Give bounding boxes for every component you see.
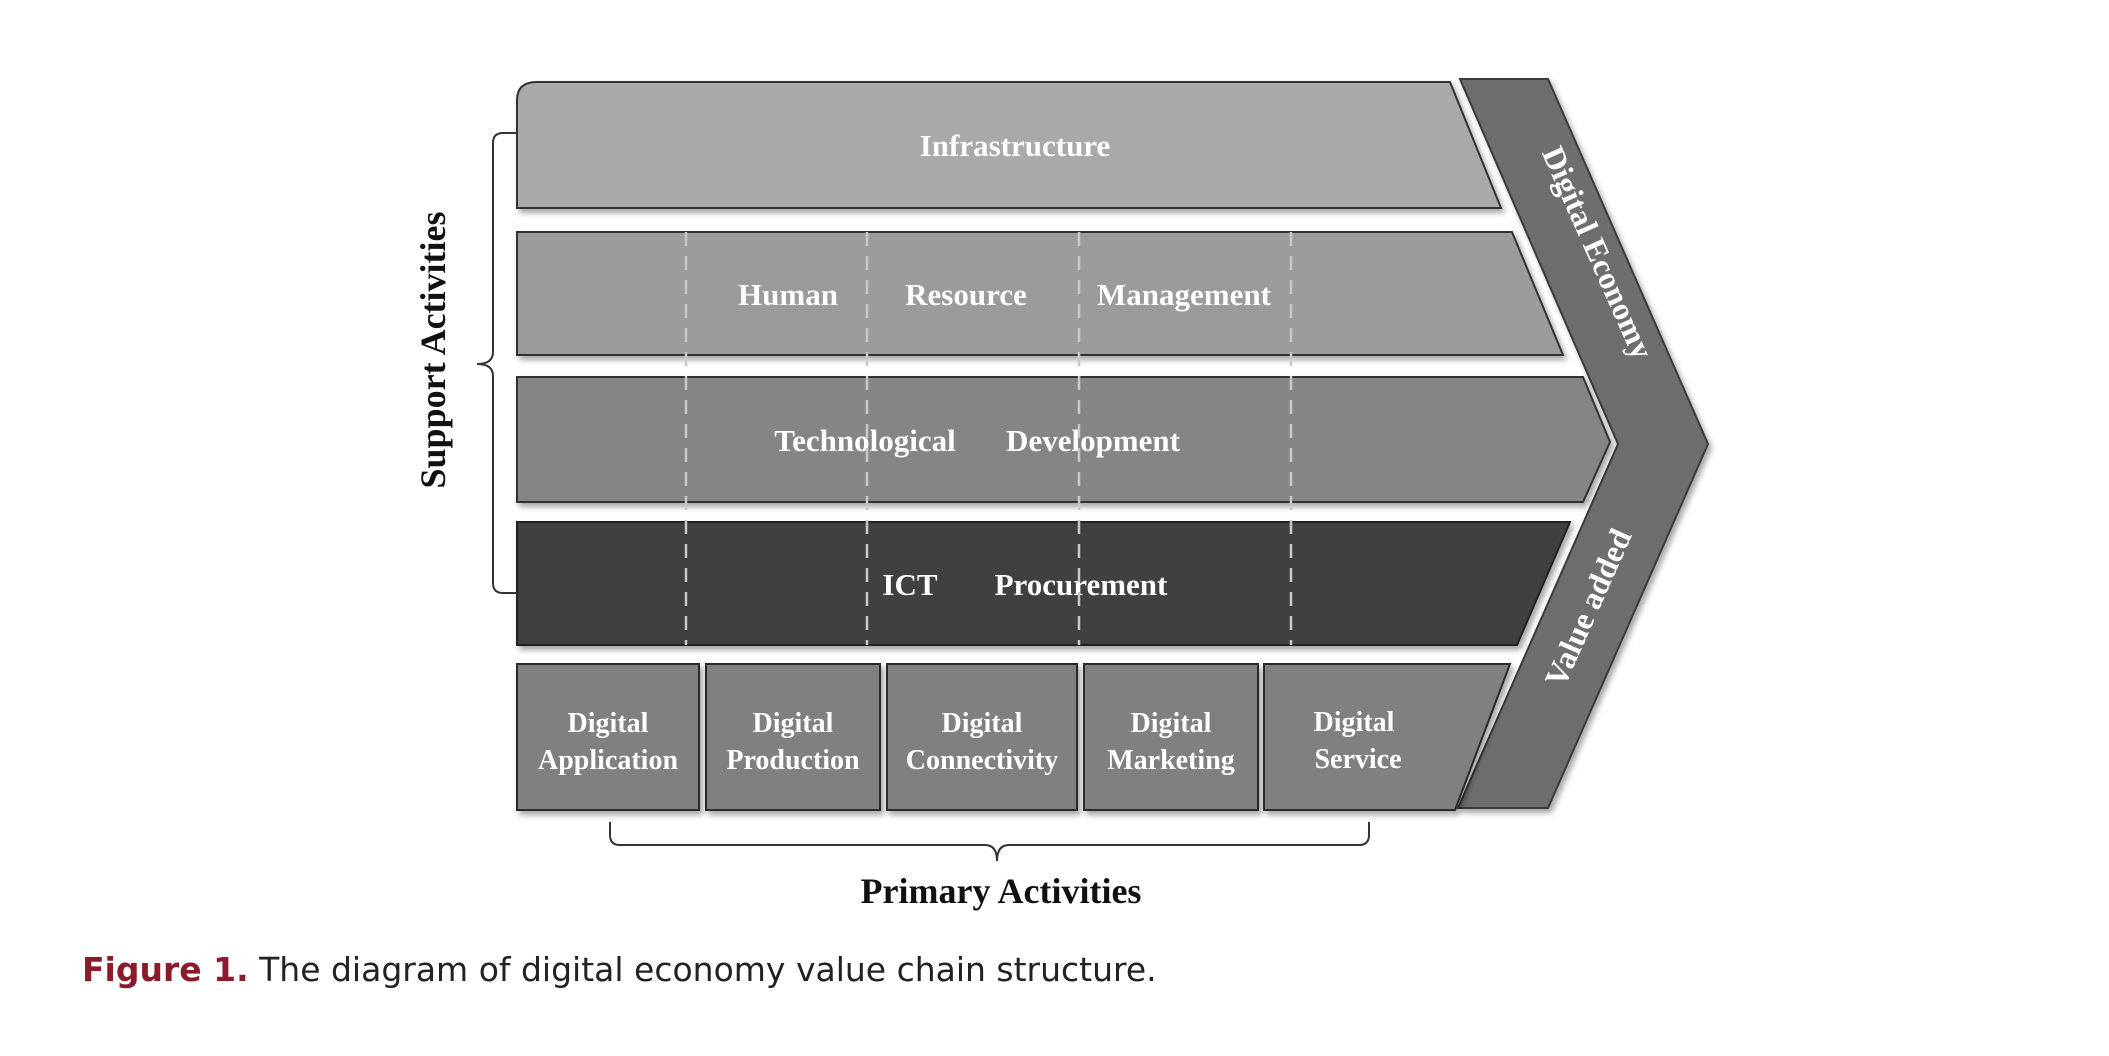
ict-bar: ICT Procurement xyxy=(516,521,1572,646)
primary-brace: Primary Activities xyxy=(609,822,1370,911)
figure-caption-text: The diagram of digital economy value cha… xyxy=(248,950,1157,989)
primary-box-service: Digital Service xyxy=(1263,663,1512,811)
primary-box-line2: Marketing xyxy=(1107,745,1235,776)
tech-dev-bar: Technological Development xyxy=(516,376,1612,503)
primary-box-application: Digital Application xyxy=(516,663,700,811)
primary-box-production: Digital Production xyxy=(705,663,881,811)
activity-dividers xyxy=(684,232,1293,645)
primary-box-line1: Digital xyxy=(1314,707,1395,738)
hrm-word-human: Human xyxy=(738,277,838,312)
primary-box-connectivity: Digital Connectivity xyxy=(886,663,1078,811)
tech-word-development: Development xyxy=(1006,423,1181,458)
primary-box-line1: Digital xyxy=(942,708,1023,739)
primary-box-line1: Digital xyxy=(1131,708,1212,739)
hrm-word-management: Management xyxy=(1097,277,1272,312)
figure-label: Figure 1. xyxy=(82,950,249,989)
tech-word-technological: Technological xyxy=(774,423,956,458)
support-brace: Support Activities xyxy=(413,132,517,594)
primary-box-line2: Connectivity xyxy=(906,745,1058,776)
primary-activities-label: Primary Activities xyxy=(861,871,1142,911)
infrastructure-label: Infrastructure xyxy=(920,128,1111,163)
primary-box-line2: Service xyxy=(1314,744,1401,775)
figure-caption: Figure 1. The diagram of digital economy… xyxy=(82,950,1157,989)
primary-box-line2: Application xyxy=(538,745,678,776)
infrastructure-bar: Infrastructure xyxy=(516,81,1503,209)
primary-box-marketing: Digital Marketing xyxy=(1083,663,1259,811)
primary-box-line1: Digital xyxy=(753,708,834,739)
primary-box-line1: Digital xyxy=(568,708,649,739)
hrm-bar: Human Resource Management xyxy=(516,231,1565,356)
ict-word-ict: ICT xyxy=(882,567,937,602)
primary-activities: Digital Application Digital Production D… xyxy=(516,663,1512,811)
ict-word-procurement: Procurement xyxy=(995,567,1168,602)
primary-box-line2: Production xyxy=(726,745,860,776)
hrm-word-resource: Resource xyxy=(905,277,1027,312)
support-activities-label: Support Activities xyxy=(413,211,453,488)
